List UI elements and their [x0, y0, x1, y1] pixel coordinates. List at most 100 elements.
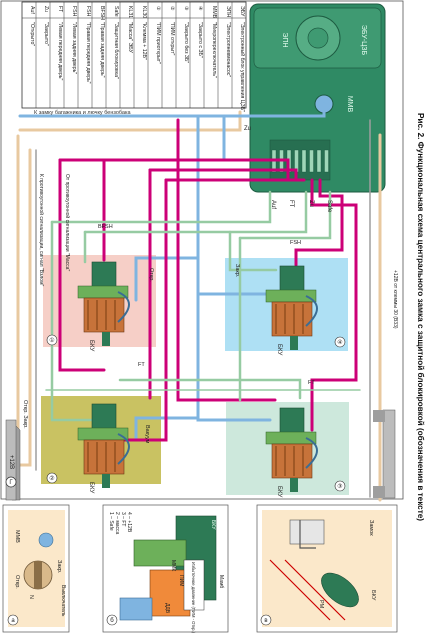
bku-actuator	[77, 261, 130, 346]
ecu-pin	[316, 149, 322, 173]
legend-desc: "Закрыто с ЗБ"	[197, 22, 203, 58]
inset-b-pim: ПИМ	[178, 575, 184, 586]
zone-number: ④	[337, 339, 342, 346]
legend-code: ④	[197, 6, 203, 11]
legend-desc: "Электропневмонасос"	[225, 22, 231, 77]
legend-desc: "Закрыто"	[43, 22, 49, 46]
wiring-diagram: Auf "Открыто" Zu "Закрыто" FT "Левая передняя…	[0, 0, 404, 634]
inset-c-bku: БКУ	[370, 590, 376, 601]
ecu-pin-labels: Auf FT Zu Safe	[270, 200, 332, 213]
otkr-label: Откр.	[148, 268, 154, 282]
legend-code: ЭБУ	[239, 6, 245, 17]
inset-a-otkr: Откр.	[14, 575, 20, 589]
power-connector-right	[373, 409, 396, 499]
power-30-label: +12В от клеммы 30 (В33)	[392, 270, 398, 329]
ecu-pin	[301, 149, 307, 173]
legend-desc: "Защитная блокировка"	[113, 22, 119, 79]
legend-desc: "Левая передняя дверь"	[57, 22, 63, 80]
zone-number-icon	[46, 472, 58, 484]
trunk-label: К замку багажника и лючку бензобака	[34, 110, 132, 116]
inset-a-zakr: Закр.	[56, 560, 62, 574]
pin-label-zu: Zu	[308, 200, 314, 207]
legend-code: FSH	[71, 6, 77, 17]
legend-table: Auf "Открыто" Zu "Закрыто" FT "Левая передняя…	[21, 1, 247, 112]
legend-code: FSH	[85, 6, 91, 17]
ecu-pump-label: ЭПН	[281, 32, 288, 47]
inset-c-pm: PM	[318, 600, 324, 609]
pin-label-ft: FT	[288, 200, 294, 208]
ecu-unit-label: ЭБУ-ЦЗБ	[360, 25, 367, 56]
legend-desc: "ПИМ приоткрыт"	[155, 22, 161, 64]
legend-desc: "Открыто"	[29, 22, 35, 46]
legend-code: ЭПН	[225, 6, 231, 17]
legend-code: ③	[183, 6, 189, 11]
legend-code: Auf	[29, 6, 35, 14]
otkr-zakr-left-label: Откр. Закр.	[22, 400, 28, 429]
pin-label-safe: Safe	[326, 200, 332, 213]
zone-number-icon	[334, 336, 346, 348]
power-12v-label: +12В	[8, 455, 14, 469]
legend-desc: "Правая передняя дверь"	[85, 22, 91, 84]
ecu-mmv-label: ММВ	[346, 96, 353, 113]
legend-code: BFSH	[99, 6, 105, 20]
inset-a-mmv: MMB	[14, 530, 20, 543]
ft-top-label: FT	[138, 362, 145, 368]
inset-c-zamok: Замок	[368, 520, 374, 536]
zone-bku-label: БКУ	[88, 340, 94, 352]
fsh-label: FSH	[290, 240, 301, 246]
ecu-pin	[309, 149, 314, 173]
zakr-label: Закр.	[234, 264, 240, 278]
caption-strip: Рис. 2. Функциональная схема центральног…	[416, 113, 426, 521]
inset-b-ddv: ДДВ	[164, 603, 170, 614]
inset-a-mmv-icon	[38, 532, 54, 548]
circle-g-icon	[5, 476, 17, 488]
zone-number: ①	[49, 337, 54, 344]
inset-b-letter: б	[110, 618, 114, 624]
zone-bku-label: БКУ	[88, 482, 94, 494]
circle-g-label: Г	[9, 480, 13, 486]
zone-number-icon	[46, 334, 58, 346]
inset-b-list-1: 1 – Safe	[108, 512, 114, 531]
inset-b-bku: БКУ	[210, 520, 216, 530]
inset-b-mmk: ММК	[170, 560, 176, 571]
legend-code: FT	[57, 6, 63, 13]
inset-b-list-2: 2 – масса	[114, 512, 120, 535]
ecu-block: ЭПН ЭБУ-ЦЗБ ММВ	[249, 3, 386, 193]
ecu-pin	[324, 149, 329, 173]
figure-caption: Рис. 2. Функциональная схема центральног…	[416, 113, 426, 521]
bku-actuator	[265, 407, 318, 492]
zone-bku-label: БКУ	[276, 486, 282, 498]
zone-bku-label: БКУ	[276, 344, 282, 356]
legend-code: ②	[169, 6, 175, 11]
legend-desc: "Микропереключатель"	[211, 22, 217, 78]
bfsh-label: BFSH	[98, 224, 113, 230]
legend-code: ММВ	[211, 6, 217, 19]
legend-code: ①	[155, 6, 161, 11]
zone-number: ②	[49, 475, 54, 482]
pin-label-auf: Auf	[270, 200, 276, 209]
ft-bottom-label: FT	[308, 380, 315, 386]
legend-desc: "ПИМ открыт"	[169, 22, 175, 55]
inset-c-letter: в	[264, 618, 267, 624]
inset-b-list-4: 4 – +12В	[126, 512, 132, 533]
bku-actuator	[265, 265, 318, 350]
power-connector-left: Г +12В	[5, 419, 21, 501]
lock-body-icon	[289, 519, 325, 545]
legend-desc: "Закрыто без ЗБ"	[183, 22, 189, 63]
legend-code: KL31	[127, 6, 133, 18]
inset-b: б 1 – Safe 2 – масса 3 – FT 4 – +12В ММК…	[102, 504, 229, 634]
signal-vzlom-label: К противоугонной сигнализации, сигнал "В…	[38, 174, 45, 287]
legend-desc: "Левая задняя дверь"	[71, 22, 77, 74]
legend-desc: "Электронный блок управления ЦЗБ"	[239, 22, 246, 112]
inset-b-mamb: Мамб	[218, 575, 224, 588]
inset-a-n: N	[28, 595, 34, 599]
inset-a-letter: а	[11, 618, 15, 624]
vakuum-label: Вакуум	[144, 425, 150, 444]
zone-number-icon	[334, 480, 346, 492]
legend-desc: "Масса" ЭБУ	[127, 22, 133, 53]
legend-code: Safe	[113, 6, 119, 17]
legend-code: KL30	[141, 6, 147, 18]
legend-code: Zu	[43, 6, 49, 12]
inset-a-switch: Выключатель	[60, 585, 66, 617]
